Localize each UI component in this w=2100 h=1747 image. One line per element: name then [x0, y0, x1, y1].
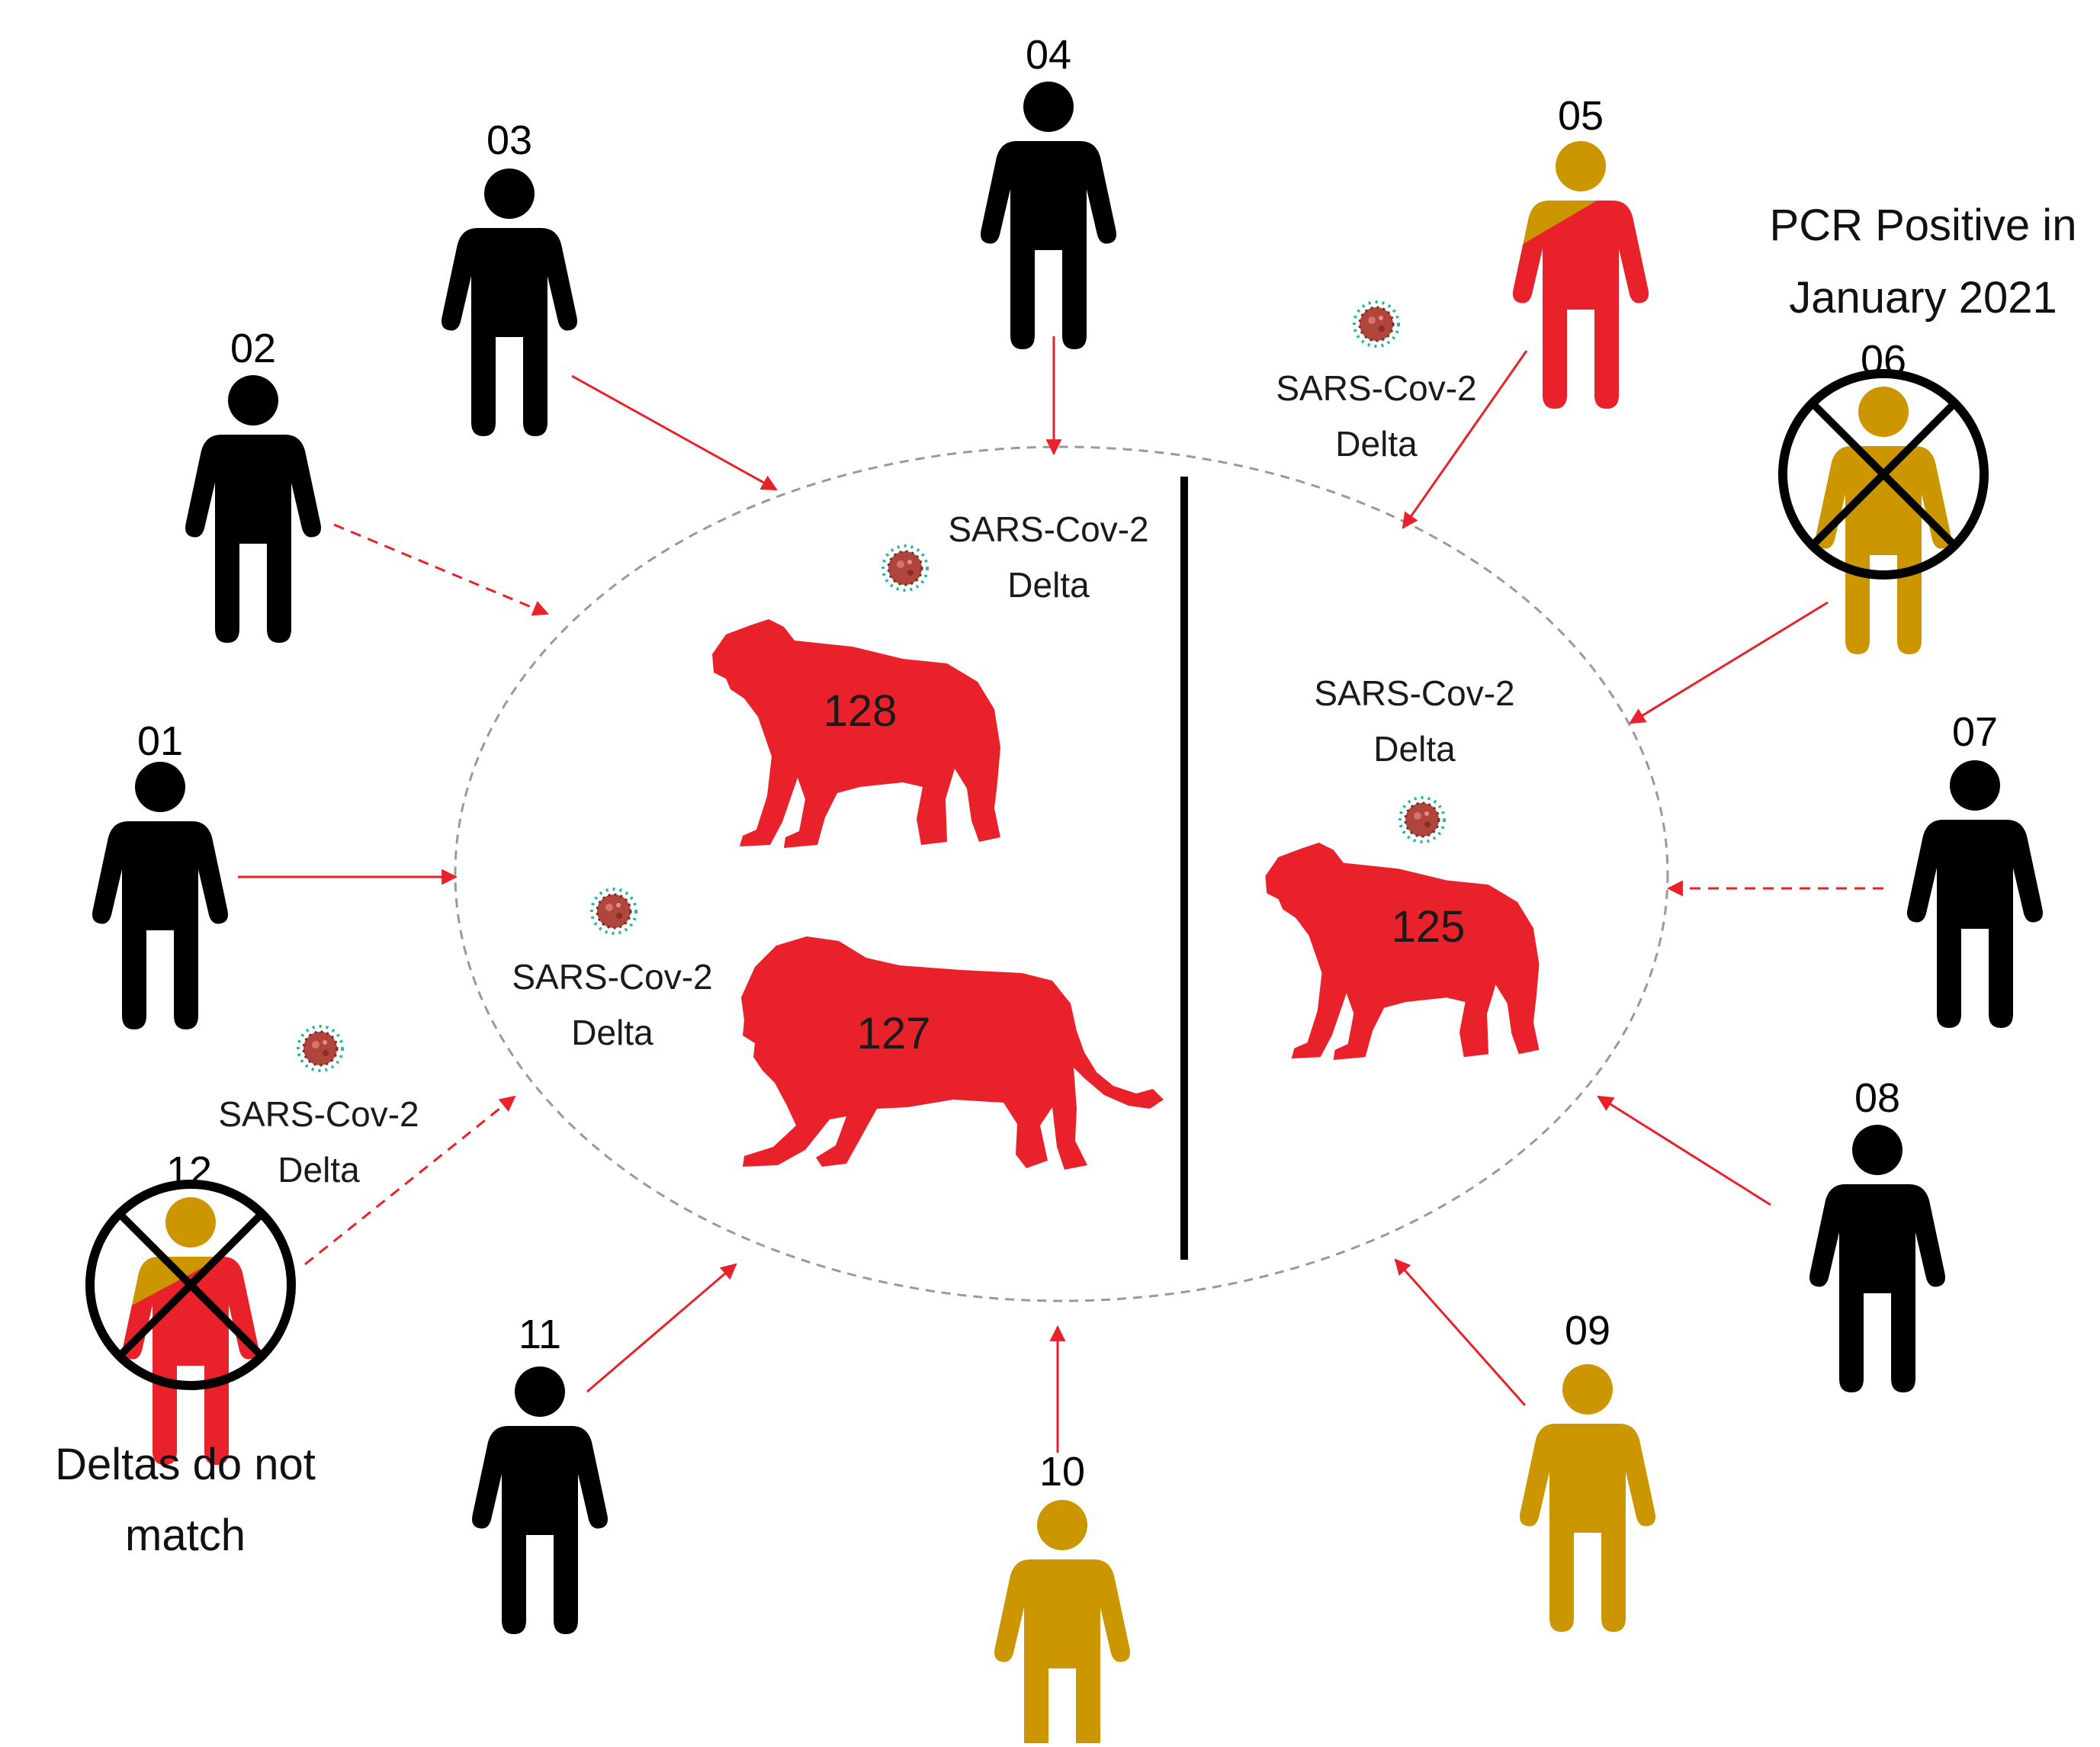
- person-number: 04: [1026, 32, 1071, 78]
- person-11: 11: [472, 1312, 608, 1634]
- animal-127: 127: [741, 936, 1164, 1170]
- contact-arrow-03: [571, 374, 778, 491]
- virus-label-line2: Delta: [571, 1013, 653, 1052]
- person-icon: [472, 1366, 608, 1634]
- animal-number: 128: [824, 686, 897, 736]
- pcr-note-line1: PCR Positive in: [1770, 201, 2077, 250]
- person-09: 09: [1520, 1308, 1655, 1632]
- virus-label-line1: SARS-Cov-2: [218, 1094, 419, 1134]
- person-number: 05: [1558, 93, 1604, 139]
- virus-badge-128: SARS-Cov-2 Delta: [881, 509, 1149, 605]
- person-icon: [1907, 760, 2043, 1028]
- virus-label-line1: SARS-Cov-2: [948, 509, 1148, 549]
- virus-badge-05: SARS-Cov-2 Delta: [1276, 300, 1477, 464]
- excluded-cross-icon: [85, 1180, 296, 1390]
- annotations: PCR Positive in January 2021 Deltas do n…: [55, 201, 2076, 1560]
- deltas-note-line1: Deltas do not: [55, 1440, 316, 1489]
- contact-arrow-02: [333, 523, 549, 616]
- virus-label-line1: SARS-Cov-2: [1314, 673, 1514, 713]
- person-icon: [1520, 1364, 1655, 1632]
- virus-icon: [590, 888, 637, 935]
- animal-125: 125: [1265, 843, 1540, 1060]
- person-number: 08: [1854, 1075, 1900, 1121]
- person-02: 02: [185, 326, 321, 643]
- virus-layer: SARS-Cov-2 Delta SARS-Cov-2 Delta SARS-C…: [218, 300, 1515, 1190]
- virus-badge-127: SARS-Cov-2 Delta: [512, 888, 713, 1052]
- virus-label-line2: Delta: [278, 1150, 360, 1190]
- excluded-cross-icon: [1778, 369, 1989, 580]
- contact-arrow-09: [1394, 1258, 1527, 1406]
- person-number: 10: [1039, 1449, 1085, 1495]
- person-icon: [442, 169, 577, 436]
- virus-badge-12: SARS-Cov-2 Delta: [218, 1025, 419, 1190]
- person-08: 08: [1809, 1075, 1945, 1392]
- person-07: 07: [1907, 709, 2043, 1028]
- contact-arrow-06: [1629, 601, 1829, 724]
- contact-arrows: [238, 336, 1883, 1453]
- contact-arrow-08: [1597, 1095, 1771, 1206]
- person-10: 10: [994, 1449, 1130, 1747]
- person-03: 03: [442, 117, 577, 436]
- person-05: 05: [1513, 93, 1649, 409]
- virus-label-line1: SARS-Cov-2: [1276, 368, 1476, 408]
- person-icon: [1809, 1125, 1945, 1392]
- person-icon: [185, 375, 321, 643]
- person-04: 04: [981, 32, 1116, 349]
- animal-128: 128: [712, 619, 1000, 848]
- contact-arrow-11: [586, 1263, 737, 1393]
- virus-badge-125: SARS-Cov-2 Delta: [1314, 673, 1515, 843]
- contact-arrow-05: [1402, 350, 1528, 529]
- person-number: 11: [519, 1312, 561, 1357]
- virus-icon: [881, 544, 929, 592]
- person-12: 12: [85, 1148, 296, 1465]
- person-number: 09: [1565, 1308, 1610, 1354]
- person-number: 02: [230, 326, 276, 371]
- virus-label-line2: Delta: [1335, 424, 1418, 464]
- animals-layer: 128 127 125: [712, 619, 1540, 1170]
- animal-number: 127: [857, 1009, 931, 1058]
- virus-label-line2: Delta: [1007, 565, 1090, 605]
- contact-arrow-12: [304, 1095, 516, 1266]
- virus-icon: [1353, 300, 1400, 348]
- animal-number: 125: [1392, 902, 1466, 952]
- virus-label-line1: SARS-Cov-2: [512, 957, 712, 997]
- deltas-note-line2: match: [125, 1511, 246, 1560]
- person-icon: [994, 1500, 1130, 1747]
- lion-icon: [741, 936, 1164, 1170]
- pcr-note-line2: January 2021: [1789, 273, 2057, 323]
- person-icon: [981, 82, 1116, 349]
- person-06: 06: [1778, 337, 1989, 654]
- person-01: 01: [92, 718, 228, 1029]
- person-number: 03: [486, 117, 532, 163]
- person-icon: [92, 762, 228, 1029]
- people-layer: 01 02 03 04 05 06: [85, 32, 2043, 1747]
- person-number: 01: [137, 718, 183, 764]
- person-number: 07: [1952, 709, 1998, 755]
- virus-icon: [297, 1025, 344, 1072]
- virus-icon: [1398, 796, 1446, 843]
- virus-label-line2: Delta: [1373, 729, 1456, 769]
